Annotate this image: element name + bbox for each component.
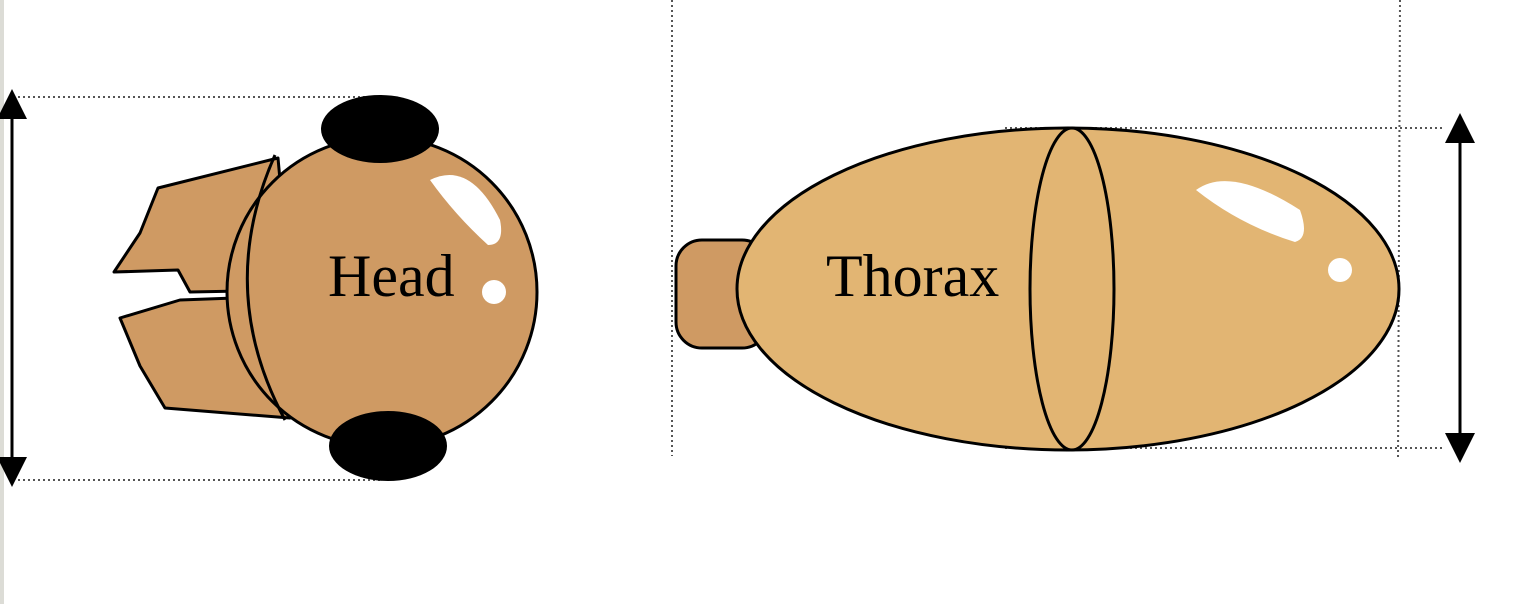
head-figure: Head: [12, 95, 537, 481]
thorax-highlight-spot: [1328, 258, 1352, 282]
head-highlight-spot: [482, 280, 506, 304]
edge-strip: [0, 0, 4, 604]
thorax-right-guide-line: [1398, 0, 1400, 460]
thorax-label: Thorax: [826, 243, 999, 309]
top-eye: [321, 95, 439, 163]
head-label: Head: [328, 243, 455, 309]
bottom-eye: [329, 411, 447, 481]
thorax-figure: Thorax: [672, 0, 1460, 460]
